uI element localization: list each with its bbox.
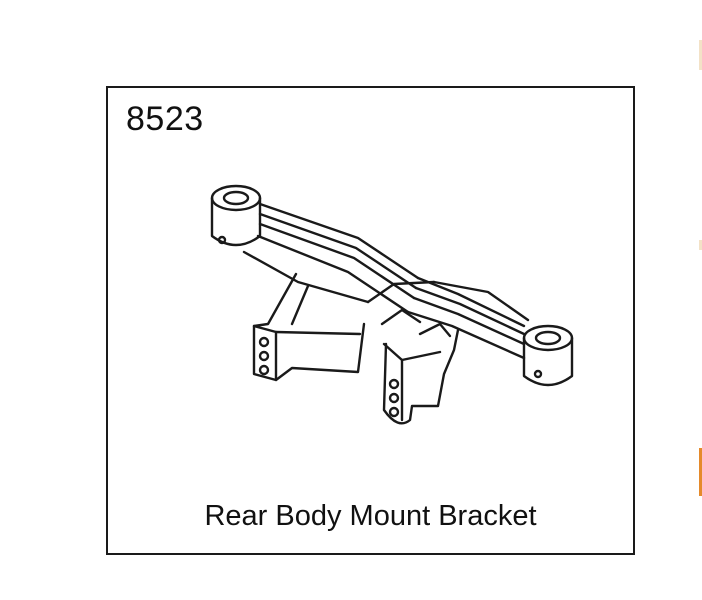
edge-mark-top [699, 40, 702, 70]
edge-mark-middle [699, 240, 702, 250]
part-name: Rear Body Mount Bracket [204, 500, 537, 532]
bracket-drawing-icon [210, 184, 574, 425]
edge-mark-bottom [699, 448, 702, 496]
part-card: 8523 [106, 86, 635, 555]
part-number: 8523 [126, 100, 204, 138]
